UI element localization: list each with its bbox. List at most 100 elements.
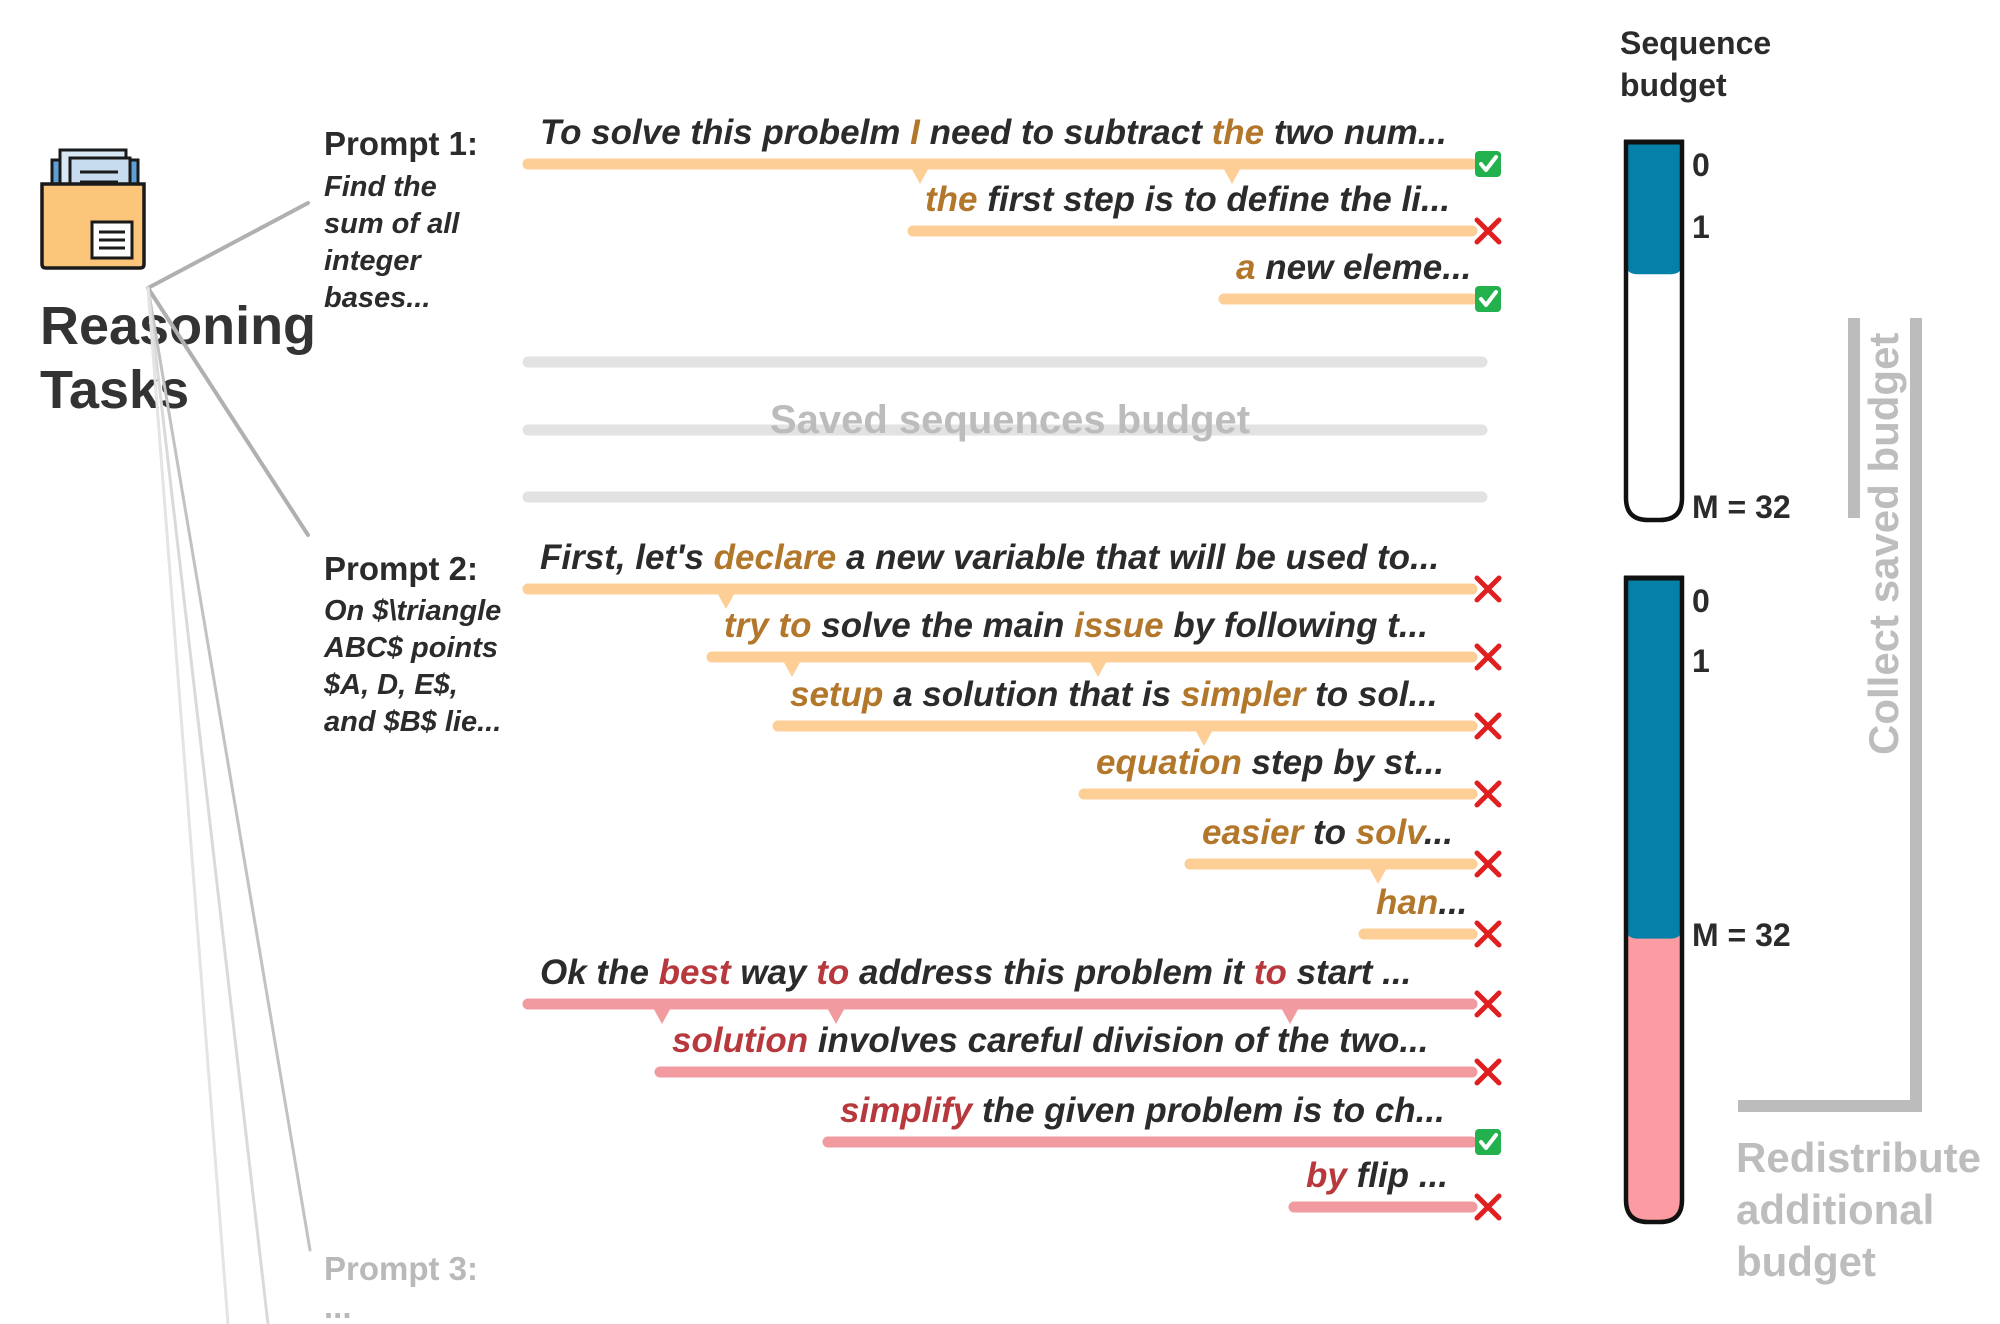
branch-marker bbox=[1193, 726, 1215, 746]
sequence-token: the given problem is to ch... bbox=[972, 1091, 1445, 1130]
budget-bar: 01M = 32 bbox=[1623, 139, 1791, 525]
sequence: First, let's declare a new variable that… bbox=[522, 538, 1502, 609]
sequence-text: a new eleme... bbox=[1236, 248, 1471, 287]
prompt-1-title: Prompt 1: bbox=[324, 125, 478, 162]
sequence-token: new eleme... bbox=[1255, 248, 1471, 287]
cross-icon bbox=[1474, 1193, 1502, 1221]
sequence-text: simplify the given problem is to ch... bbox=[840, 1091, 1445, 1130]
sequence: simplify the given problem is to ch... bbox=[822, 1091, 1501, 1155]
used-budget-fill bbox=[1626, 142, 1682, 275]
cross-icon bbox=[1474, 643, 1502, 671]
branch-marker bbox=[825, 1004, 847, 1024]
prompt-2-text-line: $A, D, E$, bbox=[323, 669, 458, 701]
task-tree-lines bbox=[146, 201, 312, 1324]
prompt-3-title: Prompt 3: bbox=[324, 1250, 478, 1287]
saved-sequences-label: Saved sequences budget bbox=[770, 398, 1250, 442]
sequence: solution involves careful division of th… bbox=[654, 1021, 1502, 1086]
sequence: han... bbox=[1358, 883, 1502, 948]
prompt-2-title: Prompt 2: bbox=[324, 550, 478, 587]
highlighted-token: solv bbox=[1356, 813, 1429, 852]
sequence-token: step by st... bbox=[1242, 743, 1444, 782]
sequence-token: involves careful division of the two... bbox=[808, 1021, 1428, 1060]
sequence-token: address this problem it bbox=[849, 953, 1254, 992]
tasks-title: Tasks bbox=[40, 360, 189, 420]
sequence-token: two num... bbox=[1264, 113, 1447, 152]
highlighted-token: to bbox=[1254, 953, 1287, 992]
branch-marker bbox=[715, 589, 737, 609]
highlighted-token: to bbox=[816, 953, 849, 992]
sequence-text: the first step is to define the li... bbox=[925, 180, 1450, 219]
cross-icon bbox=[1474, 217, 1502, 245]
highlighted-token: try to bbox=[724, 606, 812, 645]
reasoning-title: Reasoning bbox=[40, 296, 316, 356]
sequence-token: ... bbox=[1438, 883, 1467, 922]
branch-marker bbox=[1221, 164, 1243, 184]
budget-tick-label: 0 bbox=[1692, 147, 1710, 183]
highlighted-token: setup bbox=[790, 675, 883, 714]
collect-saved-budget-label: Collect saved budget bbox=[1860, 333, 1907, 755]
cross-icon bbox=[1474, 850, 1502, 878]
highlighted-token: I bbox=[910, 113, 921, 152]
sequences-layer: To solve this probelm I need to subtract… bbox=[522, 113, 1502, 1221]
sequence-token: need to subtract bbox=[920, 113, 1212, 152]
highlighted-token: simpler bbox=[1181, 675, 1308, 714]
folder-icon bbox=[40, 148, 146, 270]
redistribute-line3: budget bbox=[1736, 1238, 1876, 1285]
prompt-3-text: ... bbox=[324, 1288, 352, 1324]
branch-marker bbox=[651, 1004, 673, 1024]
branch-marker bbox=[781, 657, 803, 677]
sequence: the first step is to define the li... bbox=[907, 180, 1502, 245]
budget-bar: 01M = 32 bbox=[1623, 575, 1791, 1225]
sequence-text: han... bbox=[1376, 883, 1467, 922]
cross-icon bbox=[1474, 920, 1502, 948]
collect-arrow bbox=[1738, 318, 1922, 1112]
sequence: Ok the best way to address this problem … bbox=[522, 953, 1502, 1024]
sequence-token: a solution that is bbox=[883, 675, 1181, 714]
sequence-text: setup a solution that is simpler to sol.… bbox=[790, 675, 1438, 714]
branch-marker bbox=[909, 164, 931, 184]
sequence-token: way bbox=[731, 953, 817, 992]
highlighted-token: han bbox=[1376, 883, 1438, 922]
highlighted-token: issue bbox=[1074, 606, 1164, 645]
redistribute-line2: additional bbox=[1736, 1186, 1934, 1233]
sequence-token: start ... bbox=[1287, 953, 1411, 992]
sequence-token: by following t... bbox=[1164, 606, 1428, 645]
sequence: a new eleme... bbox=[1218, 248, 1501, 312]
highlighted-token: best bbox=[659, 953, 732, 992]
prompt-1-text-line: Find the bbox=[324, 171, 437, 203]
budget-tick-label: 1 bbox=[1692, 643, 1710, 679]
sequence: try to solve the main issue by following… bbox=[706, 606, 1502, 677]
cross-icon bbox=[1474, 575, 1502, 603]
cross-icon bbox=[1474, 712, 1502, 740]
prompt-1-text-line: integer bbox=[324, 245, 422, 277]
saved-sequence-lines bbox=[522, 356, 1488, 503]
budget-title-line1: Sequence bbox=[1620, 25, 1771, 61]
sequence-token: ... bbox=[1424, 813, 1453, 852]
check-icon bbox=[1475, 151, 1501, 177]
highlighted-token: by bbox=[1306, 1156, 1348, 1195]
prompt-1-text-line: bases... bbox=[324, 282, 430, 314]
sequence-token: flip ... bbox=[1347, 1156, 1448, 1195]
branch-marker bbox=[1367, 864, 1389, 884]
sequence-text: solution involves careful division of th… bbox=[672, 1021, 1429, 1060]
cross-icon bbox=[1474, 780, 1502, 808]
budget-title-line2: budget bbox=[1620, 67, 1727, 103]
cross-icon bbox=[1474, 990, 1502, 1018]
check-icon bbox=[1475, 1129, 1501, 1155]
check-icon bbox=[1475, 286, 1501, 312]
prompt-2-text-line: and $B$ lie... bbox=[324, 706, 501, 738]
prompt-1-text-line: sum of all bbox=[324, 208, 460, 240]
used-budget-fill bbox=[1626, 578, 1682, 939]
budget-tick-label: M = 32 bbox=[1692, 917, 1791, 953]
sequence-text: First, let's declare a new variable that… bbox=[540, 538, 1439, 577]
branch-marker bbox=[1279, 1004, 1301, 1024]
highlighted-token: a bbox=[1236, 248, 1255, 287]
sequence-text: try to solve the main issue by following… bbox=[724, 606, 1428, 645]
prompt-2-text-line: ABC$ points bbox=[323, 632, 498, 664]
sequence: setup a solution that is simpler to sol.… bbox=[772, 675, 1502, 746]
sequence-text: by flip ... bbox=[1306, 1156, 1448, 1195]
highlighted-token: simplify bbox=[840, 1091, 974, 1130]
